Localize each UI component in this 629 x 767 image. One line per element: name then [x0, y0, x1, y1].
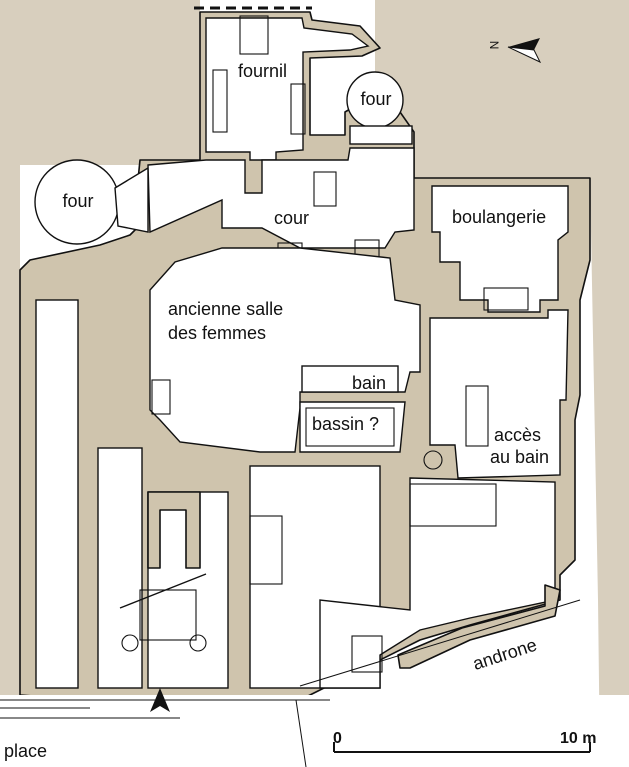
acces-column	[423, 450, 443, 470]
label-four-top: four	[360, 89, 392, 109]
label-place: place	[4, 741, 48, 761]
label-acces-1: accès	[494, 425, 542, 445]
room-boulangerie	[431, 185, 569, 313]
cour-feature	[313, 171, 337, 207]
room-cour	[147, 147, 415, 249]
stair-cut-line	[119, 573, 207, 609]
label-ancienne-salle-1: ancienne salle	[168, 299, 284, 319]
street-line-5	[299, 599, 581, 687]
four-left-passage	[114, 166, 149, 233]
spiral-stair-2	[409, 483, 497, 527]
outside-top-right	[375, 0, 629, 178]
four-top-neck	[349, 125, 413, 145]
stair-newel-left	[121, 634, 139, 652]
room-left-corridor	[35, 299, 79, 689]
north-label: N	[487, 40, 502, 50]
label-boulangerie: boulangerie	[452, 207, 547, 227]
label-ancienne-salle-2: des femmes	[168, 323, 267, 343]
room-ancienne-salle	[149, 247, 421, 453]
room-bassin	[299, 401, 406, 453]
entrance-arrow-icon	[150, 688, 170, 712]
label-bassin: bassin ?	[312, 414, 380, 434]
spiral-stair-1	[249, 515, 283, 585]
androne-wall	[397, 584, 561, 669]
outside-top-left	[0, 0, 200, 165]
fournil-bench-right	[290, 83, 306, 135]
outside-left-strip	[0, 165, 20, 695]
label-acces-2: au bain	[490, 447, 550, 467]
scale-bar	[333, 742, 591, 753]
salle-doorstep	[151, 379, 171, 415]
room-left-corridor-2	[97, 447, 143, 689]
room-acces-bain	[429, 309, 569, 479]
street-edge	[0, 695, 629, 767]
room-bain	[301, 365, 399, 393]
main-stair	[139, 589, 197, 641]
stair-newel-right	[189, 634, 207, 652]
acces-stairs	[465, 385, 489, 447]
outside-right-strip	[590, 178, 629, 767]
scale-bar-start: 0	[333, 730, 342, 747]
north-arrow-icon	[507, 38, 542, 64]
street-line-4	[295, 699, 307, 767]
boulangerie-oven-block	[483, 287, 529, 311]
fournil-bench-left	[212, 69, 228, 133]
fournil-block-top	[239, 15, 269, 55]
label-fournil: fournil	[238, 61, 288, 81]
spiral-stair-3	[351, 635, 383, 673]
label-bain: bain	[352, 373, 387, 393]
bassin-inner	[305, 407, 395, 447]
stair-hall-inner	[147, 491, 201, 569]
scale-bar-end: 10 m	[560, 730, 597, 747]
label-four-left: four	[62, 191, 94, 211]
label-cour: cour	[274, 208, 310, 228]
